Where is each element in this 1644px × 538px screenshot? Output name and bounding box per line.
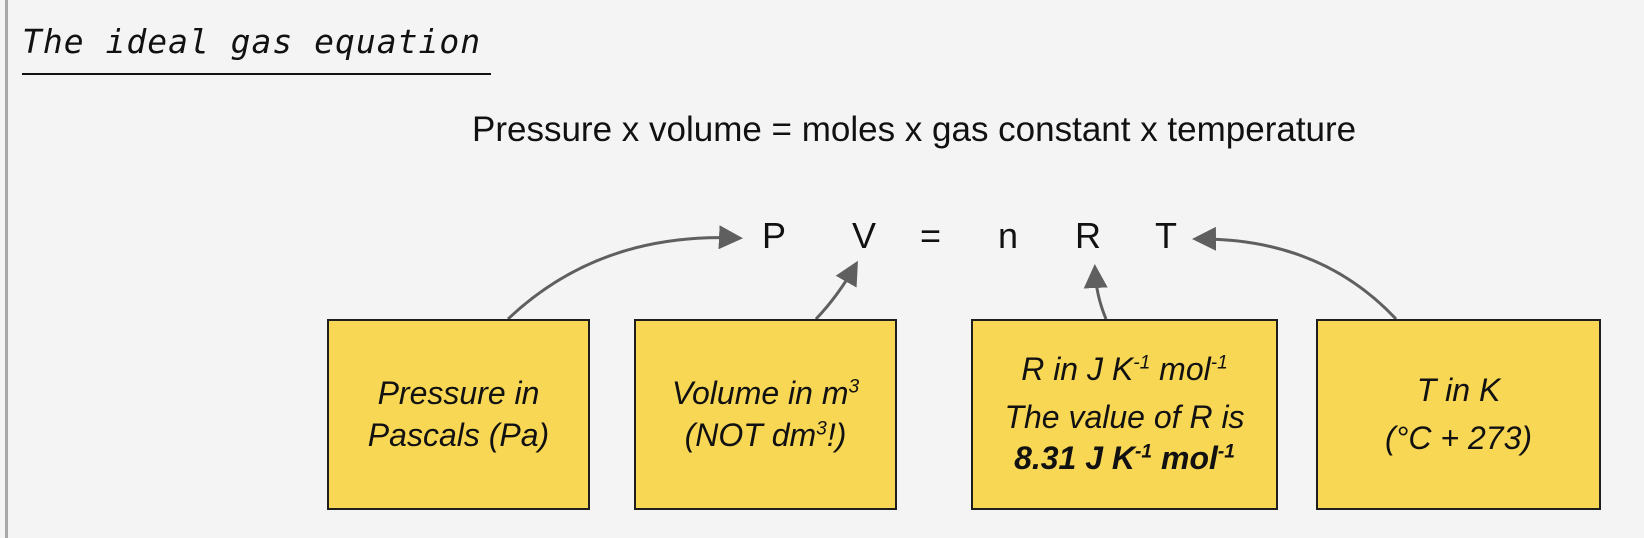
temperature-box: T in K (°C + 273) (1316, 319, 1601, 510)
pressure-box-line2: Pascals (Pa) (367, 416, 550, 453)
left-border (5, 0, 8, 538)
equation-symbol-p: P (762, 215, 787, 256)
gas-constant-box: R in J K-1 mol-1 The value of R is 8.31 … (971, 319, 1278, 510)
pressure-box: Pressure in Pascals (Pa) (327, 319, 590, 510)
arrow-gas-constant-to-r (1083, 264, 1108, 320)
temperature-box-line1: T in K (1416, 371, 1501, 408)
gas-constant-value: 8.31 J K-1 mol-1 (1014, 440, 1235, 477)
arrow-pressure-to-p (506, 225, 743, 321)
page-title: The ideal gas equation (22, 22, 482, 61)
volume-box-line1: Volume in m3 (671, 374, 860, 411)
equation-symbol-r: R (1075, 215, 1101, 256)
arrow-volume-to-v (814, 260, 858, 321)
equation-symbol-n: n (998, 215, 1019, 256)
volume-box-line2: (NOT dm3!) (684, 416, 847, 453)
equation-equals: = (920, 215, 942, 256)
title-underline (22, 73, 491, 75)
volume-box: Volume in m3 (NOT dm3!) (634, 319, 897, 510)
pressure-box-line1: Pressure in (377, 374, 540, 411)
equation-symbol-t: T (1155, 215, 1177, 256)
arrow-temperature-to-t (1192, 226, 1398, 321)
temperature-box-line2: (°C + 273) (1384, 419, 1533, 456)
word-equation: Pressure x volume = moles x gas constant… (472, 110, 1357, 149)
gas-constant-value-label: The value of R is (1004, 398, 1245, 435)
gas-constant-units: R in J K-1 mol-1 (1021, 351, 1228, 388)
equation-symbol-v: V (852, 215, 877, 256)
